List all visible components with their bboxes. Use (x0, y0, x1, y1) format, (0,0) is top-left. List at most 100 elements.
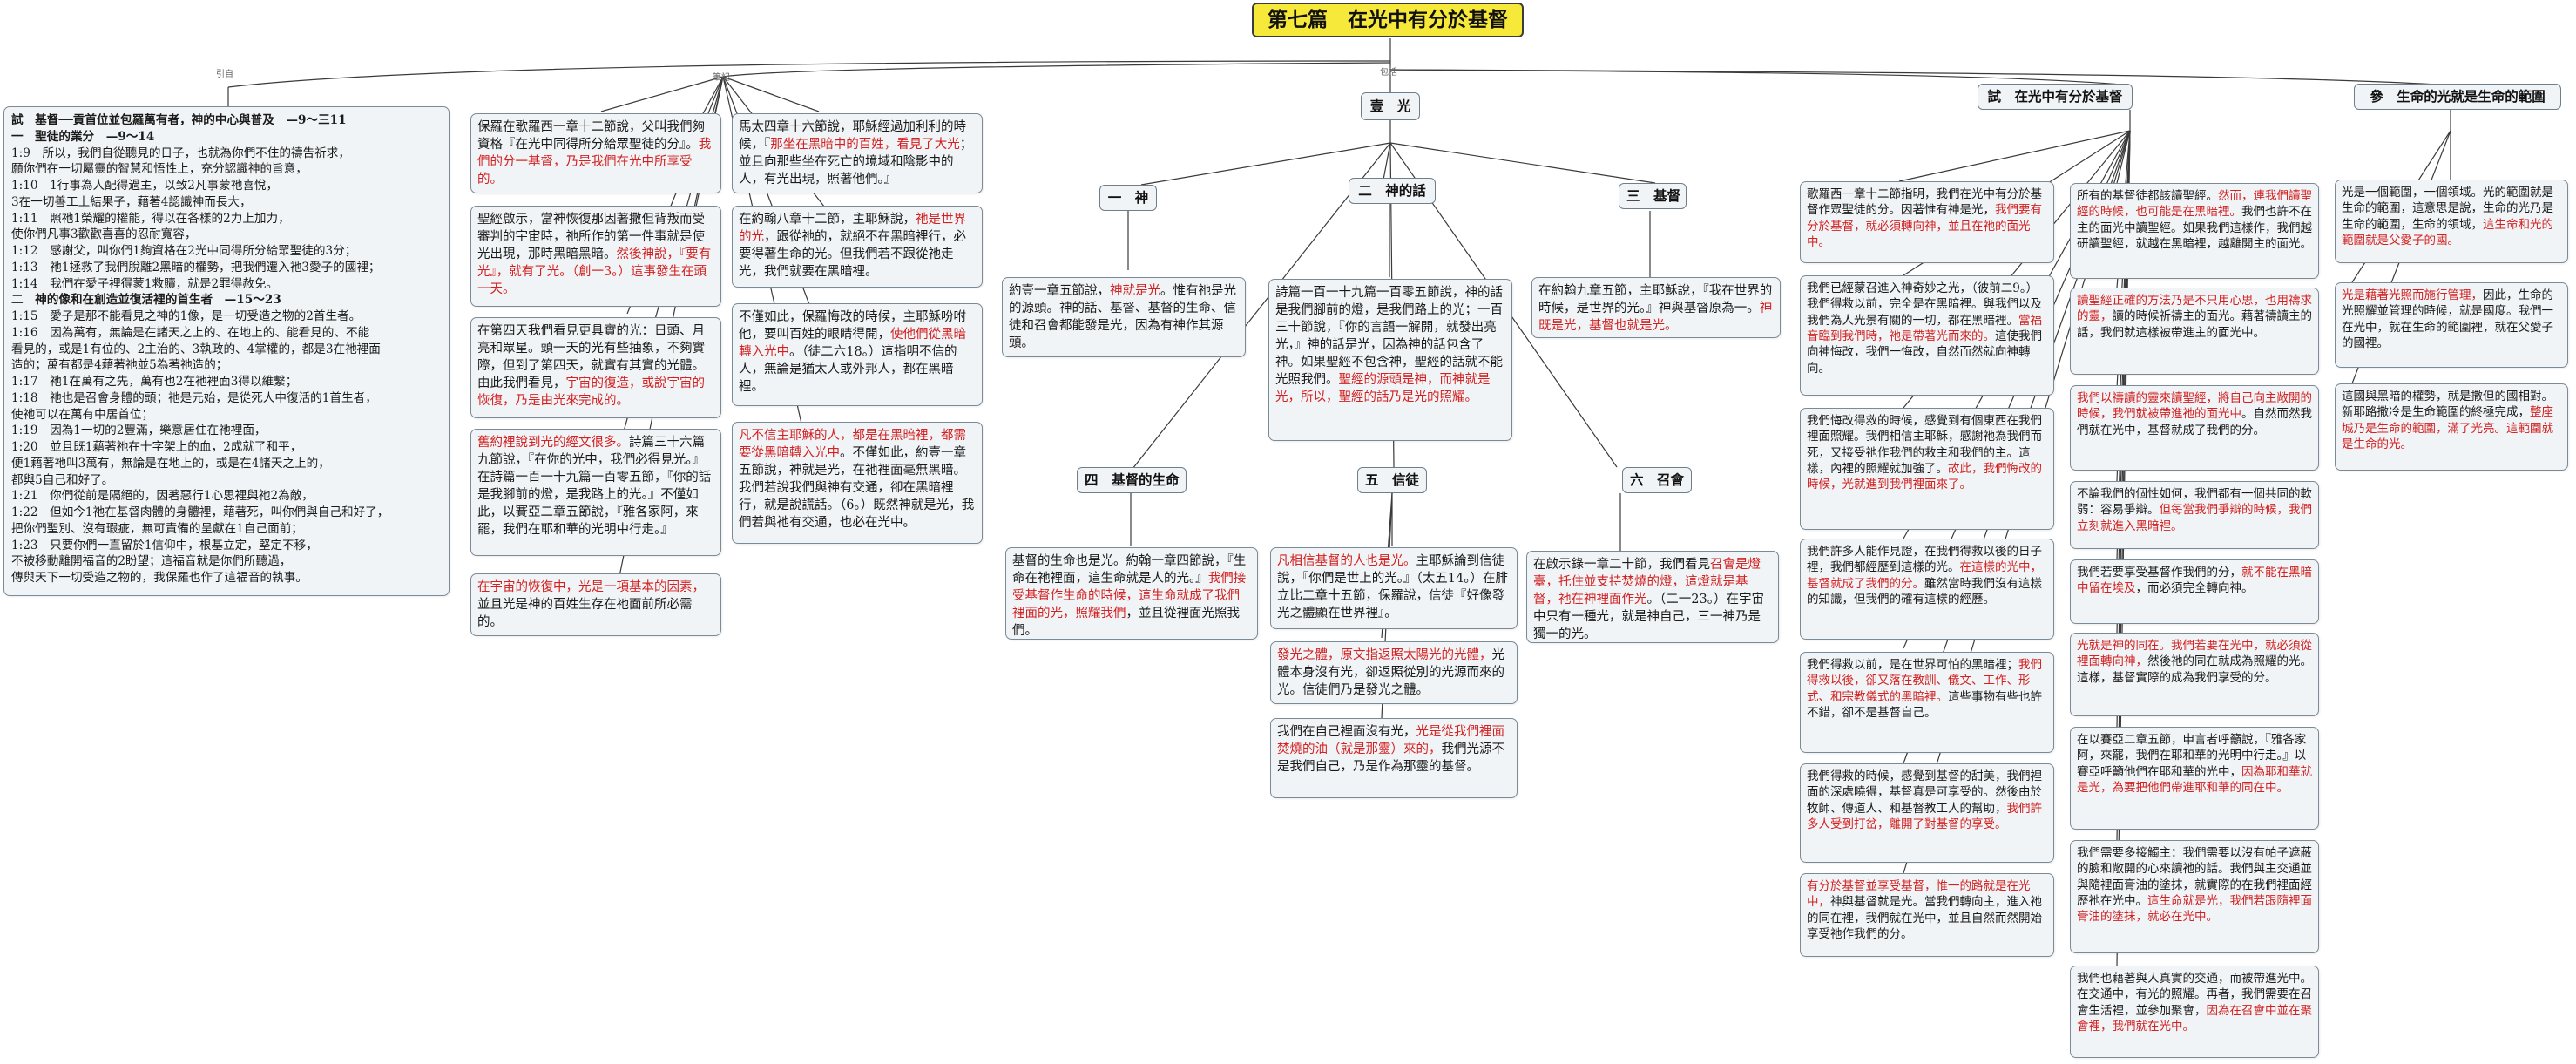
note-text-highlight: 光是藉著光照而施行管理， (2342, 288, 2483, 302)
note-card[interactable]: 在約翰八章十二節，主耶穌說，祂是世界的光，跟從祂的，就絕不在黑暗裡行，必要得著生… (732, 206, 983, 288)
note-text-highlight: 凡相信基督的人也是光。 (1277, 554, 1416, 568)
note-text: 光體本身沒有光，卻返照從別的光源而來的光。信徒們乃是發光之體。 (1277, 648, 1504, 697)
note-text: 詩篇三十六篇九節說，『在你的光中，我們必得見光。』在詩篇一百一十九篇一百零五節，… (477, 436, 712, 537)
note-card[interactable]: 這國與黑暗的權勢，就是撒但的國相對。新耶路撒冷是生命範圍的終極完成，整座城乃是生… (2335, 383, 2568, 471)
subhead-word[interactable]: 二 神的話 (1349, 178, 1436, 204)
note-text-highlight: 神就是光 (1110, 284, 1160, 298)
note-card[interactable]: 我們悔改得救的時候，感覺到有個東西在我們裡面照耀。我們相信主耶穌，感謝祂為我們而… (1800, 408, 2054, 530)
note-text: 。（二一23。）在宇宙中只有一種光，就是神自己，三一神乃是獨一的光。 (1533, 593, 1764, 641)
note-card[interactable]: 在約翰九章五節，主耶穌說，『我在世界的時候，是世界的光。』神與基督原為一。神既是… (1531, 277, 1781, 338)
scripture-line: 1:19 因為1一切的2豐滿，樂意居住在祂裡面， (11, 424, 267, 438)
note-card[interactable]: 我們需要多接觸主：我們需要以沒有帕子遮蔽的臉和敞開的心來讀祂的話。我們與主交通並… (2070, 840, 2319, 953)
note-card[interactable]: 凡不信主耶穌的人，都是在黑暗裡，都需要從黑暗轉入光中。不僅如此，約壹一章五節說，… (732, 422, 983, 544)
note-card[interactable]: 詩篇一百一十九篇一百零五節說，神的話是我們腳前的燈，是我們路上的光；一百三十節說… (1268, 279, 1512, 441)
note-text: 這國與黑暗的權勢，就是撒但的國相對。新耶路撒冷是生命範圍的終極完成， (2342, 390, 2553, 420)
note-card[interactable]: 我們許多人能作見證，在我們得救以後的日子裡，我們都經歷到這樣的光。在這樣的光中，… (1800, 539, 2054, 640)
note-card[interactable]: 馬太四章十六節說，耶穌經過加利利的時候，『那坐在黑暗中的百姓，看見了大光；並且向… (732, 113, 983, 193)
note-text-highlight: 光是從我們裡面焚燒的油（就是那靈）來的， (1277, 725, 1504, 756)
subhead-life[interactable]: 四 基督的生命 (1077, 467, 1187, 493)
note-card[interactable]: 光是一個範圍，一個領域。光的範圍就是生命的範圍，這意思是說，生命的光乃是生命的範… (2335, 180, 2568, 263)
subhead-christ[interactable]: 三 基督 (1619, 183, 1687, 209)
note-card[interactable]: 舊約裡說到光的經文很多。詩篇三十六篇九節說，『在你的光中，我們必得見光。』在詩篇… (470, 429, 721, 556)
note-card[interactable]: 在啟示錄一章二十節，我們看見召會是燈臺，托住並支持焚燒的燈，這燈就是基督，祂在神… (1526, 551, 1779, 643)
note-text: 我們也許不在主的面光中讀聖經。如果我們這樣作，我們越研讀聖經，就越在黑暗裡，越離… (2077, 205, 2312, 252)
note-text: 不論我們的個性如何，我們都有一個共同的軟弱：容易爭辯。 (2077, 487, 2312, 518)
note-card[interactable]: 我們得救的時候，感覺到基督的甜美，我們裡面的深處曉得，基督真是可享受的。然後由於… (1800, 763, 2054, 863)
scripture-line: 1:18 祂也是召會身體的頭；祂是元始，是從死人中復活的1首生者， (11, 390, 377, 405)
note-card[interactable]: 光就是神的同在。我們若要在光中，就必須從裡面轉向神，然後祂的同在就成為照耀的光。… (2070, 633, 2319, 716)
note-text: 我們在自己裡面沒有光， (1277, 725, 1416, 739)
note-text: 基督的生命也是光。約翰一章四節說，『生命在祂裡面，這生命就是人的光。』 (1012, 554, 1247, 586)
note-card[interactable]: 在第四天我們看見更具實的光：日頭、月亮和眾星。頭一天的光有些抽象，不夠實際，但到… (470, 317, 721, 418)
subhead-church[interactable]: 六 召會 (1622, 467, 1692, 493)
note-text-highlight: 這生命就是光，我們若跟隨裡面膏油的塗抹，就必在光中。 (2077, 894, 2312, 925)
note-text: 。（徒二六18。）這指明不信的人，無論是猶太人或外邦人，都在黑暗裡。 (739, 345, 957, 394)
note-text: 。惟有祂是光的源頭。神的話、基督、基督的生命、信徒和召會都能發是光，因為有神作其… (1009, 284, 1236, 350)
scripture-line: 1:10 1行事為人配得過主，以致2凡事蒙祂喜悅， (11, 179, 279, 193)
note-text-highlight: 因為在召會中並在聚會裡，我們就在光中。 (2077, 1003, 2312, 1034)
note-text: 不僅如此，保羅悔改的時候，主耶穌吩咐他，要叫百姓的眼睛得開， (739, 310, 966, 342)
root-title[interactable]: 第七篇 在光中有分於基督 (1252, 3, 1524, 37)
note-card[interactable]: 不僅如此，保羅悔改的時候，主耶穌吩咐他，要叫百姓的眼睛得開，使他們從黑暗轉入光中… (732, 303, 983, 406)
note-card[interactable]: 所有的基督徒都該讀聖經。然而，連我們讀聖經的時候，也可能是在黑暗裡。我們也許不在… (2070, 183, 2319, 279)
note-text: 我們悔改得救的時候，感覺到有個東西在我們裡面照耀。我們相信主耶穌，感謝祂為我們而… (1807, 414, 2042, 477)
note-text-highlight: 我們許多人受到打岔，離開了對基督的享受。 (1807, 801, 2042, 832)
note-card[interactable]: 發光之體，原文指返照太陽光的光體，光體本身沒有光，卻返照從別的光源而來的光。信徒… (1270, 641, 1518, 704)
note-card[interactable]: 我們得救以前，是在世界可怕的黑暗裡；我們得救以後，卻又落在教訓、儀文、工作、形式… (1800, 652, 2054, 753)
note-text: 在啟示錄一章二十節，我們看見 (1533, 558, 1710, 572)
note-text: 保羅在歌羅西一章十二節說，父叫我們夠資格『在光中同得所分給眾聖徒的分』。 (477, 120, 705, 152)
connector-label-quote: 引自 (216, 70, 233, 79)
note-text: 並且光是神的百姓生存在祂面前所必需的。 (477, 598, 693, 629)
note-card[interactable]: 我們已經蒙召進入神奇妙之光，（彼前二9。）我們得救以前，完全是在黑暗裡。與我們以… (1800, 275, 2054, 396)
scripture-line: 1:20 並且既1藉著祂在十字架上的血，2成就了和平， (11, 440, 302, 454)
note-text: 我們若要享受基督作我們的分， (2077, 566, 2241, 579)
section-3-head[interactable]: 參 生命的光就是生命的範圍 (2354, 84, 2561, 110)
note-card[interactable]: 光是藉著光照而施行管理，因此，生命的光照耀並管理的時候，就是國度。我們一在光中，… (2335, 282, 2568, 368)
note-card[interactable]: 凡相信基督的人也是光。主耶穌論到信徒說，『你們是世上的光。』（太五14。）在腓立… (1270, 547, 1518, 629)
note-text-highlight: 有分於基督並享受基督，惟一的路就是在光中， (1807, 879, 2031, 910)
note-text: 在約翰九章五節，主耶穌說，『我在世界的時候，是世界的光。』神與基督原為一。 (1538, 284, 1773, 315)
scripture-line: 使祂可以在萬有中居首位； (11, 407, 154, 422)
scripture-line: 一 聖徒的業分 —9～14 (11, 129, 155, 144)
note-card[interactable]: 基督的生命也是光。約翰一章四節說，『生命在祂裡面，這生命就是人的光。』我們接受基… (1005, 547, 1258, 640)
scripture-line: 1:15 愛子是那不能看見之神的1像，是一切受造之物的2首生者。 (11, 309, 362, 323)
note-text-highlight: 故此，我們悔改的時候，光就進到我們裡面來了。 (1807, 462, 2042, 492)
subhead-god[interactable]: 一 神 (1099, 185, 1157, 211)
scripture-line: 看見的，或是1有位的、2主治的、3執政的、4掌權的，都是3在祂裡面 (11, 342, 381, 356)
note-card[interactable]: 保羅在歌羅西一章十二節說，父叫我們夠資格『在光中同得所分給眾聖徒的分』。我們的分… (470, 113, 721, 193)
note-text: 詩篇一百一十九篇一百零五節說，神的話是我們腳前的燈，是我們路上的光；一百三十節說… (1275, 286, 1503, 387)
connector-label-note: 筆記 (713, 73, 730, 83)
note-card[interactable]: 有分於基督並享受基督，惟一的路就是在光中，神與基督就是光。當我們轉向主，進入祂的… (1800, 873, 2054, 957)
note-text: 馬太四章十六節說，耶穌經過加利利的時候，『 (739, 120, 966, 152)
note-text-highlight: 神既是光，基督也就是光。 (1538, 302, 1773, 333)
scripture-line: 二 神的像和在創造並復活裡的首生者 —15～23 (11, 293, 281, 308)
note-card[interactable]: 聖經啟示，當神恢復那因著撒但背叛而受審判的宇宙時，祂所作的第一件事就是使光出現，… (470, 206, 721, 307)
note-card[interactable]: 不論我們的個性如何，我們都有一個共同的軟弱：容易爭辯。但每當我們爭辯的時候，我們… (2070, 481, 2319, 549)
note-text: 這使我們向神悔改，我們一悔改，自然而然就向神轉向。 (1807, 329, 2042, 376)
note-card[interactable]: 在以賽亞二章五節，申言者呼籲說，『雅各家阿，來罷，我們在耶和華的光明中行走。』以… (2070, 727, 2319, 830)
note-text-highlight: 使他們從黑暗轉入光中 (739, 328, 966, 359)
scripture-line: 1:13 祂1拯救了我們脫離2黑暗的權勢，把我們遷入祂3愛子的國裡； (11, 260, 381, 274)
note-text-highlight: 然後神說，『要有光』，就有了光。（創一3。）這事發生在頭一天。 (477, 247, 712, 296)
note-card[interactable]: 我們也藉著與人真實的交通，而被帶進光中。在交通中，有光的照耀。再者，我們需要在召… (2070, 966, 2319, 1058)
note-card[interactable]: 讀聖經正確的方法乃是不只用心思，也用禱求的靈，讀的時候祈禱主的面光。藉著禱讀主的… (2070, 288, 2319, 375)
note-text-highlight: 這生命和光的範圍就是父愛子的國。 (2342, 217, 2553, 248)
note-text-highlight: 讀聖經正確的方法乃是不只用心思，也用禱求的靈， (2077, 294, 2312, 324)
section-1-head[interactable]: 壹 光 (1361, 92, 1420, 120)
note-text: 聖經啟示，當神恢復那因著撒但背叛而受審判的宇宙時，祂所作的第一件事就是使光出現，… (477, 213, 705, 261)
note-text-highlight: 祂是世界的光 (739, 213, 966, 244)
scripture-line: 1:12 感謝父，叫你們1夠資格在2光中同得所分給眾聖徒的3分； (11, 244, 357, 258)
note-card[interactable]: 約壹一章五節說，神就是光。惟有祂是光的源頭。神的話、基督、基督的生命、信徒和召會… (1002, 277, 1246, 357)
scripture-line: 不被移動離開福音的2盼望；這福音就是你們所聽過， (11, 554, 292, 569)
note-card[interactable]: 我們在自己裡面沒有光，光是從我們裡面焚燒的油（就是那靈）來的，我們光源不是我們自… (1270, 718, 1518, 798)
note-card[interactable]: 我們以禱讀的靈來讀聖經，將自己向主敞開的時候，我們就被帶進祂的面光中。自然而然我… (2070, 385, 2319, 471)
note-card[interactable]: 我們若要享受基督作我們的分，就不能在黑暗中留在埃及，而必須完全轉向神。 (2070, 559, 2319, 624)
scripture-line: 願你們在一切屬靈的智慧和悟性上，充分認識神的旨意， (11, 162, 308, 177)
subhead-believers[interactable]: 五 信徒 (1357, 467, 1427, 493)
section-2-head[interactable]: 試 在光中有分於基督 (1978, 84, 2133, 110)
note-card[interactable]: 在宇宙的恢復中，光是一項基本的因素，並且光是神的百姓生存在祂面前所必需的。 (470, 573, 721, 636)
note-card[interactable]: 歌羅西一章十二節指明，我們在光中有分於基督作眾聖徒的分。因著惟有神是光，我們要有… (1800, 181, 2054, 263)
note-text: 然後祂的同在就成為照耀的光。這樣，基督實際的成為我們享受的分。 (2077, 654, 2312, 685)
note-text: 讀的時候祈禱主的面光。藉著禱讀主的話，我們就這樣被帶進主的面光中。 (2077, 309, 2312, 340)
